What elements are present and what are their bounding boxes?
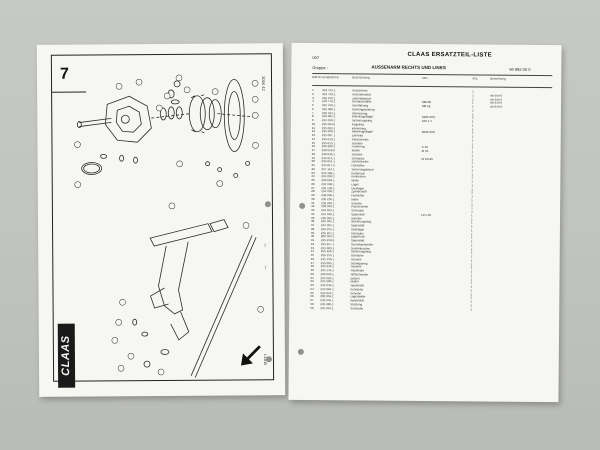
row-bemerkung <box>488 297 548 298</box>
row-bemerkung <box>489 237 549 238</box>
row-anzahl: 1 <box>470 307 472 311</box>
binder-hole-top <box>299 202 306 209</box>
row-bemerkung <box>490 162 550 163</box>
row-bemerkung <box>489 278 549 279</box>
row-bemerkung <box>489 196 549 197</box>
group-title: AUSSENARM RECHTS UND LINKS <box>371 64 446 71</box>
o-ring <box>81 162 103 175</box>
row-bemerkung <box>490 113 550 114</box>
row-bemerkung <box>489 203 549 204</box>
row-bemerkung <box>490 136 550 137</box>
row-bezeichnung: Schraube <box>350 306 364 310</box>
col-bemerkung: Bemerkung <box>490 76 506 81</box>
row-bemerkung <box>489 192 549 193</box>
row-bemerkung <box>489 274 549 275</box>
gearbox-housing <box>104 95 152 143</box>
row-bemerkung <box>489 177 549 178</box>
binder-hole-top <box>264 201 271 208</box>
row-bemerkung <box>490 109 550 110</box>
binder-hole-bottom <box>297 348 304 355</box>
row-bemerkung <box>489 259 549 260</box>
row-bemerkung <box>489 241 549 242</box>
row-bemerkung <box>490 151 550 152</box>
row-bemerkung <box>489 271 549 272</box>
row-bemerkung <box>489 184 549 185</box>
row-bemerkung <box>488 304 548 305</box>
row-bemerkung <box>488 308 548 309</box>
row-bemerkung <box>490 139 550 140</box>
row-bemerkung <box>489 207 549 208</box>
row-bemerkung <box>489 256 549 257</box>
row-bemerkung <box>489 244 549 245</box>
group-number: 007 <box>312 55 320 61</box>
row-bemerkung <box>490 91 550 92</box>
flange-disk <box>223 79 245 152</box>
header-rule-top <box>312 73 553 77</box>
row-bemerkung <box>489 169 549 170</box>
drive-shaft-top <box>79 117 112 123</box>
document-reference: 94 982 00 0 <box>509 66 531 72</box>
row-bemerkung <box>490 117 550 118</box>
row-bemerkung <box>490 154 550 155</box>
row-bemerkung <box>489 222 549 223</box>
binder-hole-bottom <box>265 356 272 363</box>
outer-arm-body <box>158 241 189 315</box>
row-bemerkung <box>490 158 550 159</box>
table-row: 59 235 054.1 Schraube 1 <box>310 307 550 313</box>
drawing-sheet: 7 3056 42 L1815 CLAAS <box>36 43 286 397</box>
row-bemerkung <box>489 181 549 182</box>
long-shaft <box>190 235 253 376</box>
header-rule-bottom <box>312 85 553 89</box>
col-ersatzteil: Ersatzteil Nr. <box>322 75 340 80</box>
row-bemerkung <box>489 211 549 212</box>
col-din: DIN <box>422 75 428 81</box>
exploded-parts-drawing <box>74 74 267 378</box>
col-bild: Bild Nr. <box>312 75 322 80</box>
row-bemerkung <box>489 199 549 200</box>
row-bild: 59 <box>310 306 314 310</box>
row-bemerkung <box>488 293 548 294</box>
row-bemerkung <box>490 147 550 148</box>
row-bemerkung <box>488 282 548 283</box>
row-ersatzteil: 235 054.1 <box>320 306 334 310</box>
row-bemerkung <box>490 143 550 144</box>
col-bezeichnung: Bezeichnung <box>352 75 370 80</box>
row-bemerkung <box>488 286 548 287</box>
row-bemerkung <box>489 233 549 234</box>
gearbox-housing-inner <box>115 105 142 133</box>
header-left-code: 007 <box>312 55 319 60</box>
row-bemerkung <box>490 132 550 133</box>
row-bemerkung <box>489 173 549 174</box>
row-bemerkung <box>489 214 549 215</box>
row-bemerkung <box>490 128 550 129</box>
row-bemerkung <box>489 166 549 167</box>
row-bemerkung <box>489 218 549 219</box>
row-bemerkung <box>489 229 549 230</box>
parts-list-title: CLAAS ERSATZTEIL-LISTE <box>407 51 492 59</box>
direction-arrow <box>241 345 261 366</box>
row-bemerkung <box>489 263 549 264</box>
row-bemerkung <box>489 248 549 249</box>
group-label-text: Gruppe : <box>312 65 328 71</box>
group-label: Gruppe : <box>312 65 328 70</box>
parts-list-sheet: 007 CLAAS ERSATZTEIL-LISTE Gruppe : AUSS… <box>288 42 562 403</box>
col-anzahl: Anz. <box>472 76 479 81</box>
bevel-gear <box>188 95 206 133</box>
row-bemerkung <box>489 267 549 268</box>
row-bemerkung <box>490 121 550 122</box>
row-bemerkung <box>488 301 548 302</box>
row-bemerkung <box>489 188 549 189</box>
row-bemerkung <box>489 252 549 253</box>
row-bemerkung <box>490 124 550 125</box>
outer-arm-tube <box>149 223 213 247</box>
row-bemerkung <box>489 226 549 227</box>
row-bemerkung <box>488 289 548 290</box>
